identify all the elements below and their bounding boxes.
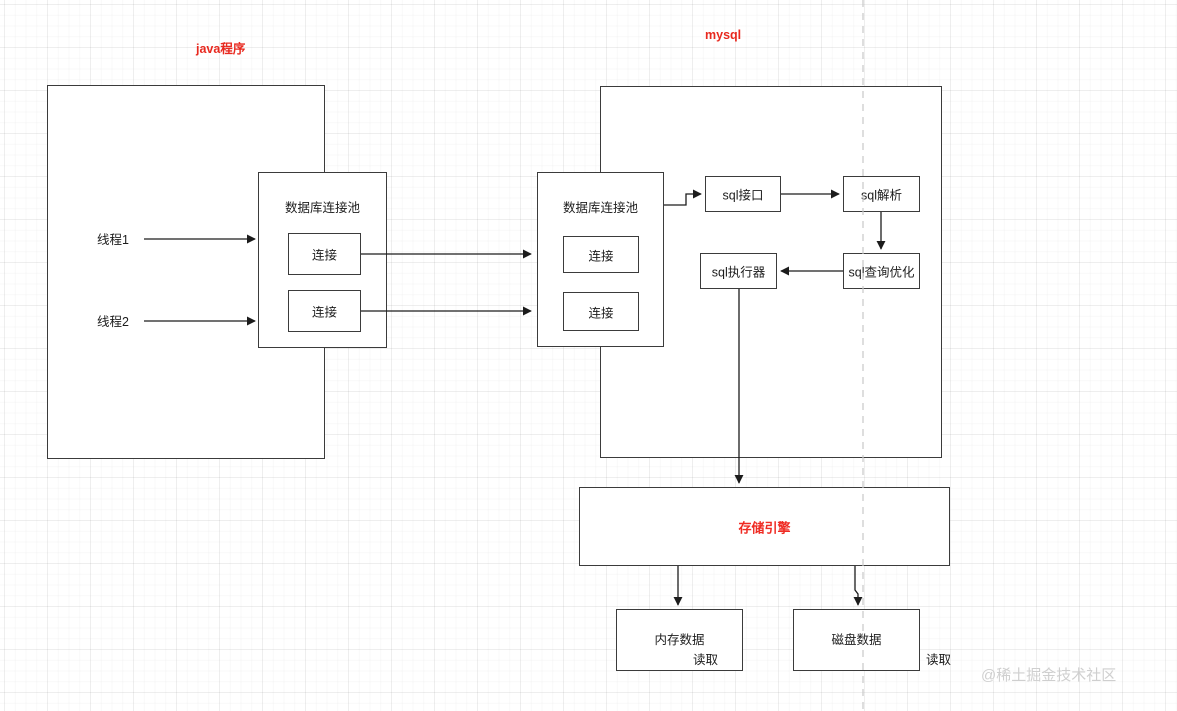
- sql-executor-label: sql执行器: [711, 265, 766, 280]
- mysql-connection-2: 连接: [563, 292, 639, 331]
- thread-label-1: 线程1: [97, 233, 129, 247]
- sql-query-optimize-label: sql查询优化: [848, 265, 915, 280]
- sql-interface-label: sql接口: [722, 188, 764, 203]
- disk-data-label: 磁盘数据: [831, 633, 882, 647]
- memory-data-box: 内存数据: [616, 609, 743, 671]
- memory-read-label: 读取: [693, 653, 719, 667]
- java-connection-1: 连接: [288, 233, 361, 275]
- java-connection-2: 连接: [288, 290, 361, 332]
- storage-engine-box: 存储引擎: [579, 487, 950, 566]
- mysql-connection-1: 连接: [563, 236, 639, 273]
- mysql-connection-2-label: 连接: [588, 306, 614, 320]
- sql-executor-box: sql执行器: [700, 253, 777, 289]
- mysql-connection-1-label: 连接: [588, 249, 614, 263]
- disk-read-label: 读取: [926, 653, 952, 667]
- sql-interface-box: sql接口: [705, 176, 781, 212]
- mysql-section-title: mysql: [705, 28, 742, 42]
- arrow-engine-to-disk-data: [853, 566, 863, 606]
- java-connection-2-label: 连接: [311, 305, 337, 320]
- java-connection-1-label: 连接: [311, 248, 337, 263]
- watermark: @稀土掘金技术社区: [981, 667, 1117, 684]
- java-pool-label: 数据库连接池: [284, 201, 360, 215]
- memory-data-label: 内存数据: [654, 633, 705, 647]
- sql-parse-box: sql解析: [843, 176, 920, 212]
- disk-data-box: 磁盘数据: [793, 609, 920, 671]
- mysql-pool-label: 数据库连接池: [562, 201, 638, 215]
- sql-query-optimize-box: sql查询优化: [843, 253, 920, 289]
- sql-parse-label: sql解析: [861, 188, 902, 203]
- java-section-title: java程序: [196, 42, 246, 56]
- thread-label-2: 线程2: [97, 315, 129, 329]
- storage-engine-label: 存储引擎: [738, 520, 791, 535]
